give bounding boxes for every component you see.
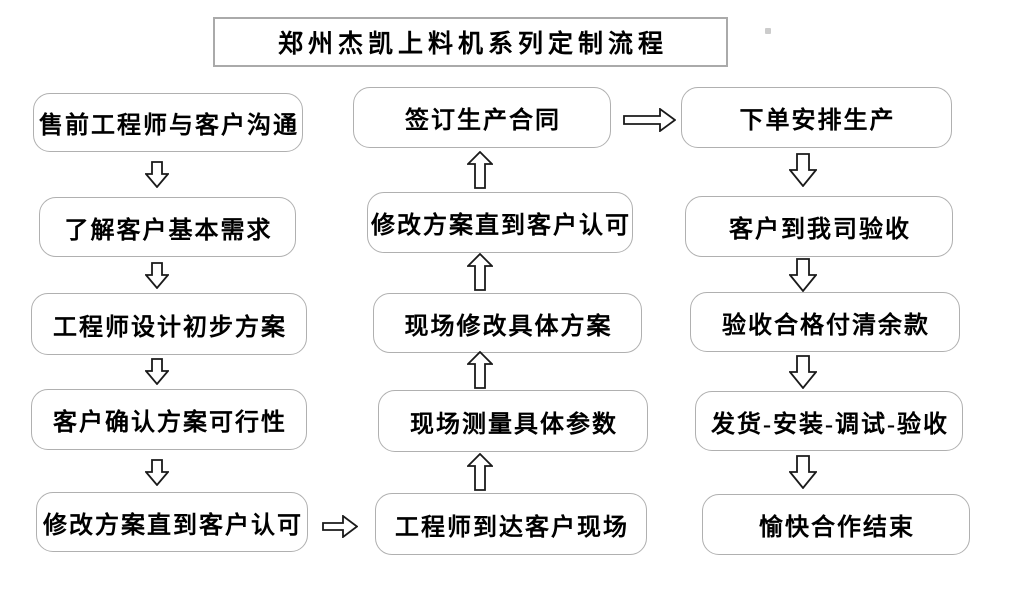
down-arrow-icon xyxy=(145,358,169,385)
box-onsite-modify-plan: 现场修改具体方案 xyxy=(373,293,642,353)
box-pay-balance-after-acceptance: 验收合格付清余款 xyxy=(690,292,960,352)
down-arrow-icon xyxy=(789,355,817,389)
box-confirm-feasibility: 客户确认方案可行性 xyxy=(31,389,307,450)
up-arrow-icon xyxy=(467,453,493,491)
right-arrow-icon xyxy=(623,108,676,132)
stray-dot-artifact xyxy=(765,28,771,34)
down-arrow-icon xyxy=(789,455,817,489)
down-arrow-icon xyxy=(145,459,169,486)
up-arrow-icon xyxy=(467,351,493,389)
flowchart-title: 郑州杰凯上料机系列定制流程 xyxy=(213,17,728,67)
box-design-preliminary-plan: 工程师设计初步方案 xyxy=(31,293,307,355)
box-revise-onsite-until-approved: 修改方案直到客户认可 xyxy=(367,192,633,253)
down-arrow-icon xyxy=(789,153,817,187)
box-ship-install-debug-accept: 发货-安装-调试-验收 xyxy=(695,391,963,451)
down-arrow-icon xyxy=(789,258,817,292)
box-order-arrange-production: 下单安排生产 xyxy=(681,87,952,148)
box-engineer-arrives-site: 工程师到达客户现场 xyxy=(375,493,647,555)
box-customer-acceptance-visit: 客户到我司验收 xyxy=(685,196,953,257)
down-arrow-icon xyxy=(145,161,169,188)
down-arrow-icon xyxy=(145,262,169,289)
box-understand-needs: 了解客户基本需求 xyxy=(39,197,296,257)
up-arrow-icon xyxy=(467,253,493,291)
box-onsite-measure-parameters: 现场测量具体参数 xyxy=(378,390,648,452)
box-sign-production-contract: 签订生产合同 xyxy=(353,87,611,148)
box-presales-communication: 售前工程师与客户沟通 xyxy=(33,93,303,152)
box-happy-cooperation-end: 愉快合作结束 xyxy=(702,494,970,555)
up-arrow-icon xyxy=(467,151,493,189)
right-arrow-icon xyxy=(322,515,358,538)
box-revise-plan-until-approved: 修改方案直到客户认可 xyxy=(36,492,308,552)
